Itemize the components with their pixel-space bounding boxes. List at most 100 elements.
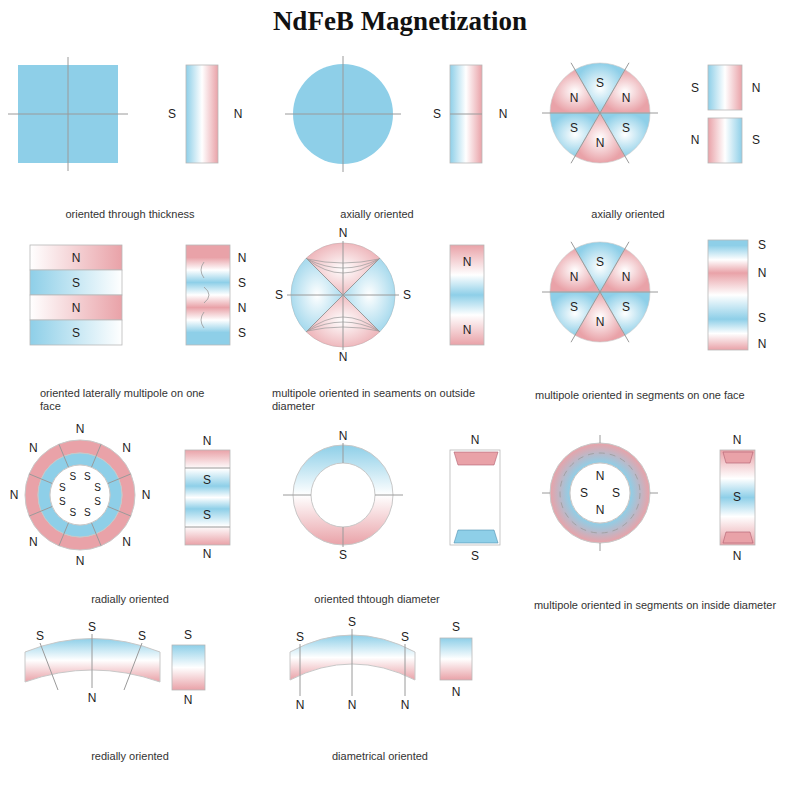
pole-label: N — [72, 250, 81, 264]
caption: diametrical oriented — [332, 750, 428, 763]
pole-label: S — [570, 300, 578, 314]
guide-line — [343, 527, 344, 547]
magnet-side-view — [450, 450, 500, 545]
caption: oriented laterally multipole on one face — [40, 387, 215, 413]
caption: multipole oriented in segments on inside… — [520, 599, 790, 612]
pole-label: S — [401, 630, 409, 644]
field-line — [201, 262, 204, 278]
pole-label: N — [122, 534, 131, 548]
guide-line — [352, 629, 353, 696]
pole-label: S — [758, 311, 766, 325]
magnet-stripe — [30, 320, 122, 345]
pole-label: S — [452, 620, 460, 634]
pole-label: N — [596, 469, 605, 483]
segment-line — [59, 523, 69, 546]
guide-line — [306, 258, 380, 332]
caption: radially oriented — [91, 593, 169, 606]
guide-line — [283, 495, 311, 496]
magnet-side-view — [708, 118, 742, 163]
pole-label: S — [72, 275, 80, 289]
pole-label: S — [622, 300, 630, 314]
magnet-side-view — [708, 65, 742, 110]
magnet-side-view — [450, 245, 484, 345]
sector-line — [571, 242, 629, 342]
pole-label: S — [570, 121, 578, 135]
pole-label: N — [339, 350, 348, 364]
pole-label: N — [499, 107, 508, 121]
pole-label: N — [72, 300, 81, 314]
pole-label: S — [596, 255, 604, 269]
pole-label: N — [733, 433, 742, 447]
guide-line — [343, 56, 344, 172]
guide-line — [405, 644, 406, 696]
pole-label: S — [59, 482, 66, 494]
magnet-side-view — [185, 450, 230, 545]
pole-label: N — [622, 270, 631, 284]
pole-label: S — [580, 486, 588, 500]
pole-face — [723, 532, 753, 543]
guide-line — [92, 634, 93, 688]
guide-line — [450, 114, 482, 115]
pole-label: N — [570, 91, 579, 105]
guide-line — [306, 258, 380, 332]
segment-line — [59, 444, 69, 467]
pole-label: N — [339, 429, 348, 443]
pole-label: S — [471, 549, 479, 563]
pole-label: S — [339, 548, 347, 562]
sector-line — [571, 63, 629, 163]
magnet-side-view — [450, 65, 482, 163]
pole-label: S — [203, 473, 211, 487]
pole-label: N — [758, 337, 767, 351]
guide-line — [542, 493, 550, 494]
segment-line — [29, 474, 52, 484]
pole-label: N — [596, 503, 605, 517]
pole-label: N — [471, 433, 480, 447]
caption: multipole oriented in segments on one fa… — [535, 389, 745, 402]
pole-label: N — [142, 488, 151, 502]
sector-line — [571, 242, 629, 342]
pole-label: S — [433, 107, 441, 121]
magnet-sector — [600, 70, 650, 113]
pole-label: N — [401, 698, 410, 712]
pole-label: N — [184, 693, 193, 707]
pole-label: S — [184, 628, 192, 642]
pole-label: N — [596, 136, 605, 150]
field-line — [201, 312, 204, 328]
pole-label: S — [238, 275, 246, 289]
pole-label: S — [69, 507, 76, 519]
pole-label: S — [69, 471, 76, 483]
pole-label: N — [29, 534, 38, 548]
pole-label: N — [238, 250, 247, 264]
magnet-side-view — [186, 65, 218, 163]
caption: axially oriented — [591, 208, 664, 221]
ring-bore — [570, 463, 630, 523]
pole-label: N — [570, 270, 579, 284]
guide-line — [600, 543, 601, 551]
guide-line — [185, 468, 230, 469]
pole-label: N — [758, 266, 767, 280]
title: NdFeB Magnetization — [0, 6, 800, 37]
pole-label: S — [59, 496, 66, 508]
pole-label: S — [612, 486, 620, 500]
pole-face — [454, 452, 498, 465]
field-line — [560, 453, 640, 533]
pole-label: S — [596, 76, 604, 90]
pole-label: N — [463, 323, 472, 337]
pole-label: N — [88, 691, 97, 705]
guide-line — [185, 527, 230, 528]
pole-label: N — [203, 547, 212, 561]
guide-line — [600, 435, 601, 443]
pole-label: N — [29, 441, 38, 455]
pole-label: S — [238, 325, 246, 339]
pole-label: S — [168, 107, 176, 121]
pole-label: S — [84, 507, 91, 519]
pole-label: N — [733, 549, 742, 563]
pole-label: N — [122, 441, 131, 455]
magnet-sector — [550, 292, 600, 335]
pole-label: S — [88, 620, 96, 634]
pole-label: S — [403, 288, 411, 302]
ring-bore — [50, 465, 110, 525]
pole-label: S — [84, 471, 91, 483]
ring-magnet — [550, 443, 650, 543]
